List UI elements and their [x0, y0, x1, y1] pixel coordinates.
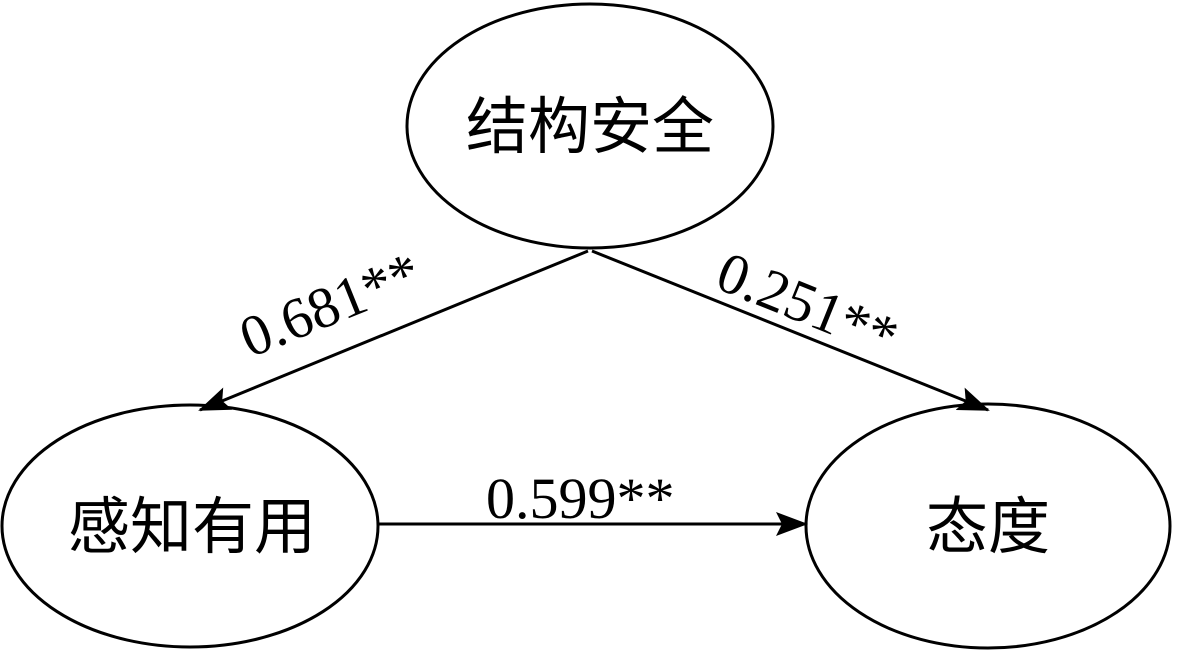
- coef-safety-to-attitude: 0.251**: [708, 239, 907, 370]
- arrow-safety-to-usefulness: [198, 249, 589, 412]
- node-perceived-usefulness: 感知有用: [0, 403, 380, 649]
- node-ellipse: [0, 403, 380, 649]
- coef-usefulness-to-attitude: 0.599**: [486, 466, 675, 531]
- node-structural-safety: 结构安全: [405, 2, 775, 250]
- coef-safety-to-usefulness: 0.681**: [231, 239, 430, 370]
- node-label-structural-safety: 结构安全: [466, 90, 714, 163]
- arrow-safety-to-attitude: [591, 249, 990, 412]
- node-ellipse: [405, 2, 775, 250]
- node-attitude: 态度: [804, 402, 1172, 650]
- node-label-perceived-usefulness: 感知有用: [68, 490, 316, 563]
- node-label-attitude: 态度: [926, 490, 1050, 563]
